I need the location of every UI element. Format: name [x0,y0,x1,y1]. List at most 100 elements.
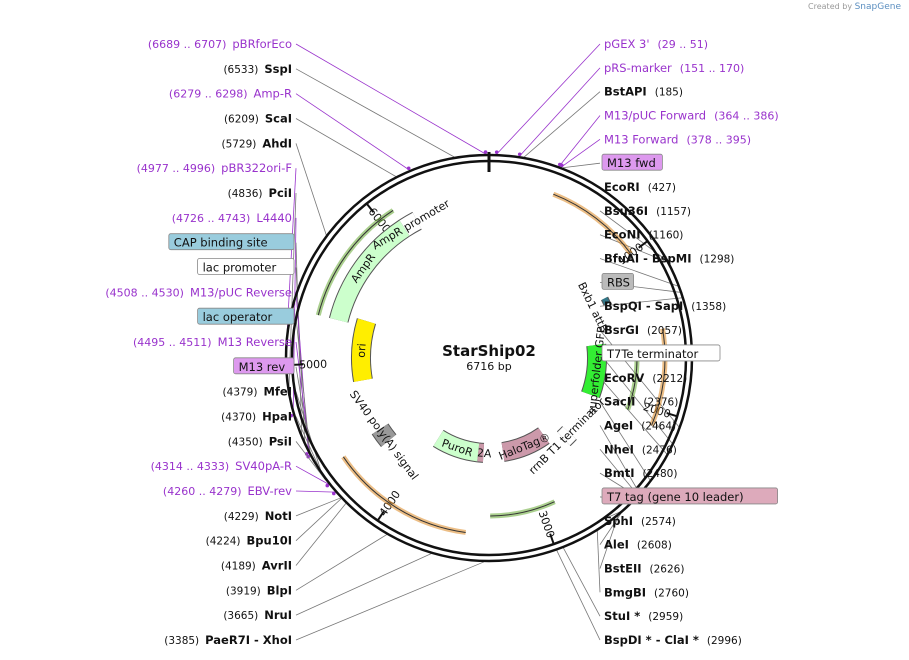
label-range: (4370) [221,412,256,424]
site-label: (4836) PciI [228,186,292,200]
label-range: (2626) [650,563,685,575]
label-name: Bpu10I [247,534,292,548]
primer-mark [494,150,499,154]
label-text: SphI(2574) [604,514,676,528]
label-name: BspQI [604,299,642,313]
annotation-arc-core [490,501,555,517]
site-label: EcoRI(427) [604,180,676,194]
label-range: (1160) [648,230,683,242]
feature-box [197,258,295,275]
label-range: (4350) [228,436,263,448]
label-name: EcoRV [604,371,644,385]
site-label: BspDI *- ClaI *(2996) [604,633,742,647]
primer-mark [289,413,294,418]
label-text: EcoNI(1160) [604,228,683,242]
site-label: SacII(2376) [604,395,678,409]
label-range: (3919) [226,585,261,597]
label-range: (4379) [223,387,258,399]
label-text: (4314 .. 4333) SV40pA-R [151,459,292,473]
feature-box-label: RBS [607,275,630,289]
site-label: AgeI(2464) [604,418,676,432]
leader-line [599,425,641,495]
leader-line [496,43,601,155]
site-label: EcoNI(1160) [604,228,683,242]
feature-sv40-poly-a-signal [372,423,396,447]
leader-line [295,497,341,517]
primer-mark [406,166,411,171]
label-name: SphI [604,514,633,528]
primer-mark [331,491,336,496]
label-name: EcoRI [604,180,640,194]
site-label: (4726 .. 4743)L4440 [172,211,292,225]
label-text: SacII(2376) [604,395,678,409]
label-name: PaeR7I [205,633,250,647]
label-range: (4314 .. 4333) [151,460,230,473]
tick-label: 5000 [299,358,327,372]
site-label: (4314 .. 4333) SV40pA-R [151,459,292,473]
label-name: M13/pUC Reverse [190,285,292,299]
label-name: BmgBI [604,585,646,599]
site-label: T7 tag (gene 10 leader) [601,487,779,505]
label-text: (4350)PsiI [228,434,292,448]
tick-label: 3000 [536,509,557,540]
tick-mark [638,240,649,249]
label-text: (4379) MfeI [223,385,292,399]
label-text: pRS-marker(151 .. 170) [604,61,744,75]
label-name: SacII [604,395,635,409]
label-text: AgeI(2464) [604,418,676,432]
label-text: (3665)NruI [223,608,292,622]
site-label: RBS [601,272,635,290]
annotation-arc-core [651,328,666,426]
site-label: M13 Forward(378 .. 395) [604,132,751,146]
label-name: AvrII [262,559,292,573]
leader-line [295,366,312,458]
label-text: (6689 .. 6707)pBRforEco [148,37,292,51]
label-range: (4836) [228,188,263,200]
leader-line [295,391,323,476]
feature-ori [352,318,376,382]
label-name: Bsu36I [604,204,648,218]
leader-line [295,503,347,566]
label-range: (4726 .. 4743) [172,212,251,225]
site-label: (6279 .. 6298)Amp-R [169,87,292,101]
plasmid-size: 6716 bp [466,360,511,373]
site-label: BfuAI- BspMI(1298) [604,252,734,266]
label-name-2: - BspMI [643,252,691,266]
feature-rrnb-t1-terminator [557,426,577,446]
label-text: M13 Forward(378 .. 395) [604,132,751,146]
label-range: (4224) [206,536,241,548]
site-label: (4224) Bpu10I [206,534,292,548]
leader-line [295,68,455,158]
label-range: (3385) [164,635,199,647]
leader-line [599,210,670,263]
label-name: StuI * [604,609,640,623]
feature-box [601,487,779,505]
site-label: (4229)NotI [224,509,292,523]
label-name-2: - ClaI * [656,633,699,647]
annotation-arc-core [342,456,466,533]
label-name: pBRforEco [232,37,292,51]
label-text: (4977 .. 4996)pBR322ori-F [137,161,292,175]
site-label: AleI(2608) [604,538,672,552]
label-name: BmtI [604,466,635,480]
primer-mark [517,152,522,157]
site-label: (3919)BlpI [226,583,292,597]
label-name: MfeI [263,385,292,399]
label-text: M13/pUC Forward(364 .. 386) [604,109,779,123]
label-text: EcoRV(2212) [604,371,687,385]
leader-line [562,162,601,169]
feature-box-label: lac operator [203,310,273,324]
site-label: (6533)SspI [223,62,292,76]
site-label: NheI(2476) [604,442,677,456]
site-label: BmtI(2480) [604,466,677,480]
tick-mark [376,510,385,522]
label-text: (4836) PciI [228,186,292,200]
label-range: (1298) [699,254,734,266]
feature-box [197,307,295,325]
label-text: BmgBI(2760) [604,585,689,599]
label-text: pGEX 3'(29 .. 51) [604,37,708,51]
label-text: BspQI- SapI(1358) [604,299,726,313]
label-range: (151 .. 170) [680,62,745,75]
label-name: SV40pA-R [235,459,292,473]
label-name: PciI [269,186,292,200]
